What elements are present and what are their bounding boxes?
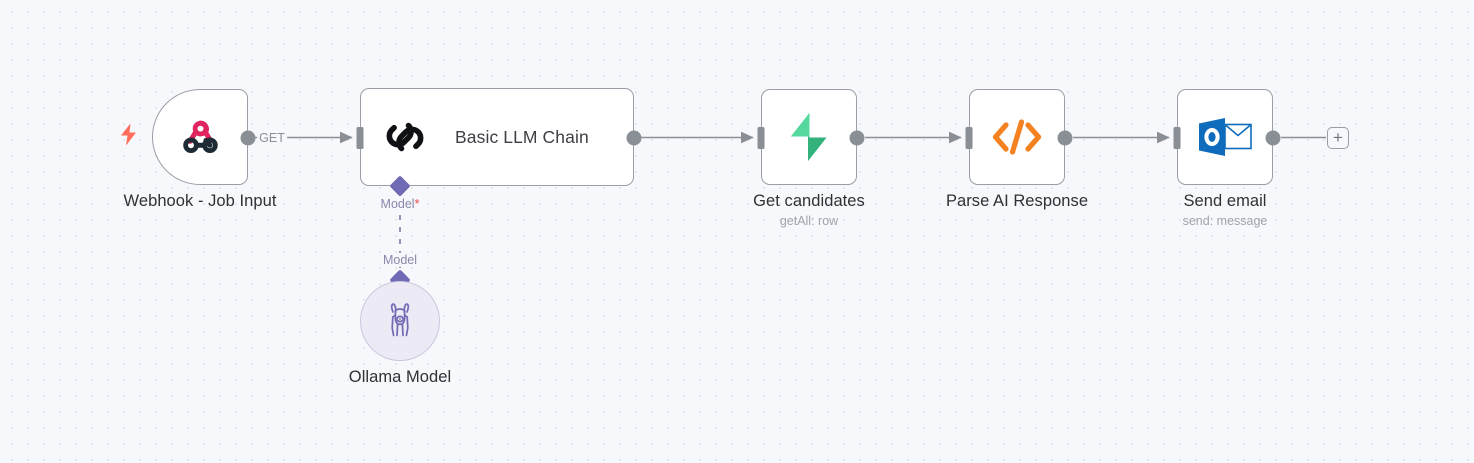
sub-connection-label-bottom: Model	[379, 253, 421, 267]
node-subtitle-send-email: send: message	[1182, 214, 1268, 228]
port-out-webhook[interactable]	[240, 130, 256, 145]
node-title-ollama-model: Ollama Model	[348, 368, 452, 386]
node-title-send-email: Send email	[1183, 192, 1267, 210]
caption-get-candidates: Get candidates getAll: row	[753, 191, 865, 230]
port-in-send-email[interactable]	[1173, 126, 1181, 149]
node-parse-ai-response[interactable]	[969, 89, 1065, 185]
port-out-send-email[interactable]	[1265, 130, 1281, 145]
node-title-parse-ai-response: Parse AI Response	[945, 192, 1089, 210]
port-out-parse-ai-response[interactable]	[1057, 130, 1073, 145]
node-inner-title-basic-llm-chain: Basic LLM Chain	[455, 126, 589, 147]
chain-link-icon	[381, 113, 429, 161]
node-basic-llm-chain[interactable]: Basic LLM Chain	[360, 88, 634, 186]
edge-label-webhook-to-llm: GET	[257, 130, 287, 145]
caption-ollama-model: Ollama Model	[349, 367, 451, 387]
caption-webhook: Webhook - Job Input	[124, 191, 277, 211]
caption-parse-ai-response: Parse AI Response	[946, 191, 1088, 211]
node-webhook[interactable]	[152, 89, 248, 185]
trigger-bolt-icon	[120, 123, 138, 151]
port-in-get-candidates[interactable]	[757, 126, 765, 149]
port-in-basic-llm-chain[interactable]	[356, 126, 364, 149]
port-out-basic-llm-chain[interactable]	[626, 130, 642, 145]
node-title-get-candidates: Get candidates	[753, 192, 865, 210]
supabase-bolt-icon	[785, 112, 833, 162]
node-send-email[interactable]	[1177, 89, 1273, 185]
node-title-webhook: Webhook - Job Input	[123, 192, 277, 210]
microsoft-outlook-icon	[1197, 114, 1253, 160]
add-node-button[interactable]: +	[1327, 126, 1349, 149]
port-in-parse-ai-response[interactable]	[965, 126, 973, 149]
sub-connection-label-top: Model*	[377, 197, 423, 211]
node-subtitle-get-candidates: getAll: row	[779, 214, 839, 228]
node-get-candidates[interactable]	[761, 89, 857, 185]
caption-send-email: Send email send: message	[1183, 191, 1268, 230]
node-ollama-model[interactable]	[360, 281, 440, 361]
code-brackets-icon	[991, 117, 1043, 157]
webhook-icon	[177, 114, 223, 160]
port-out-get-candidates[interactable]	[849, 130, 865, 145]
llama-icon	[382, 302, 418, 340]
